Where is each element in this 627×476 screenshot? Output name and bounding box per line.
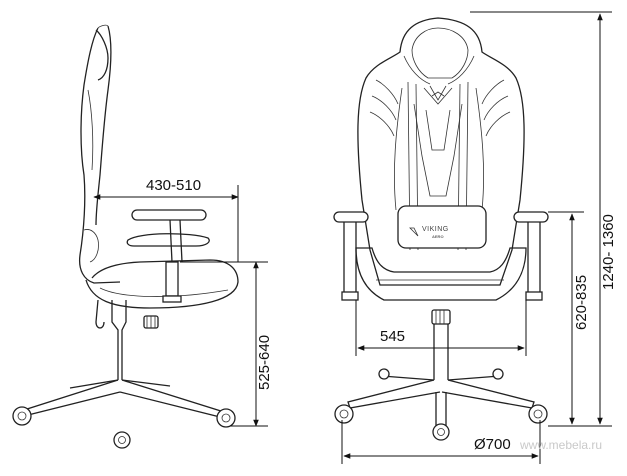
brand-logo-text: VIKING <box>422 226 449 233</box>
seat-height-label: 525-640 <box>256 335 273 390</box>
seat-width-label: 545 <box>380 328 405 345</box>
armrest-height-dimension: 620-835 <box>548 211 590 427</box>
total-height-dimension: 1240- 1360 <box>470 11 617 427</box>
viking-emblem-icon <box>423 85 453 105</box>
armrest-height-label: 620-835 <box>573 275 590 330</box>
total-height-label: 1240- 1360 <box>600 214 617 290</box>
base-diameter-label: Ø700 <box>474 436 511 453</box>
side-view-chair <box>12 24 239 449</box>
watermark: www.mebela.ru <box>519 438 602 452</box>
caster-icon <box>334 368 548 441</box>
seat-height-dimension: 525-640 <box>180 261 273 427</box>
seat-depth-dimension: 430-510 <box>93 177 239 262</box>
brand-logo-subtext: AERO <box>432 234 444 239</box>
logo-mark-icon <box>409 227 419 237</box>
front-view-chair: VIKING AERO <box>333 17 549 441</box>
caster-icon <box>12 406 236 449</box>
seat-depth-label: 430-510 <box>146 177 201 194</box>
base-diameter-dimension: Ø700 <box>341 420 541 464</box>
seat-width-dimension: 545 <box>355 300 527 356</box>
